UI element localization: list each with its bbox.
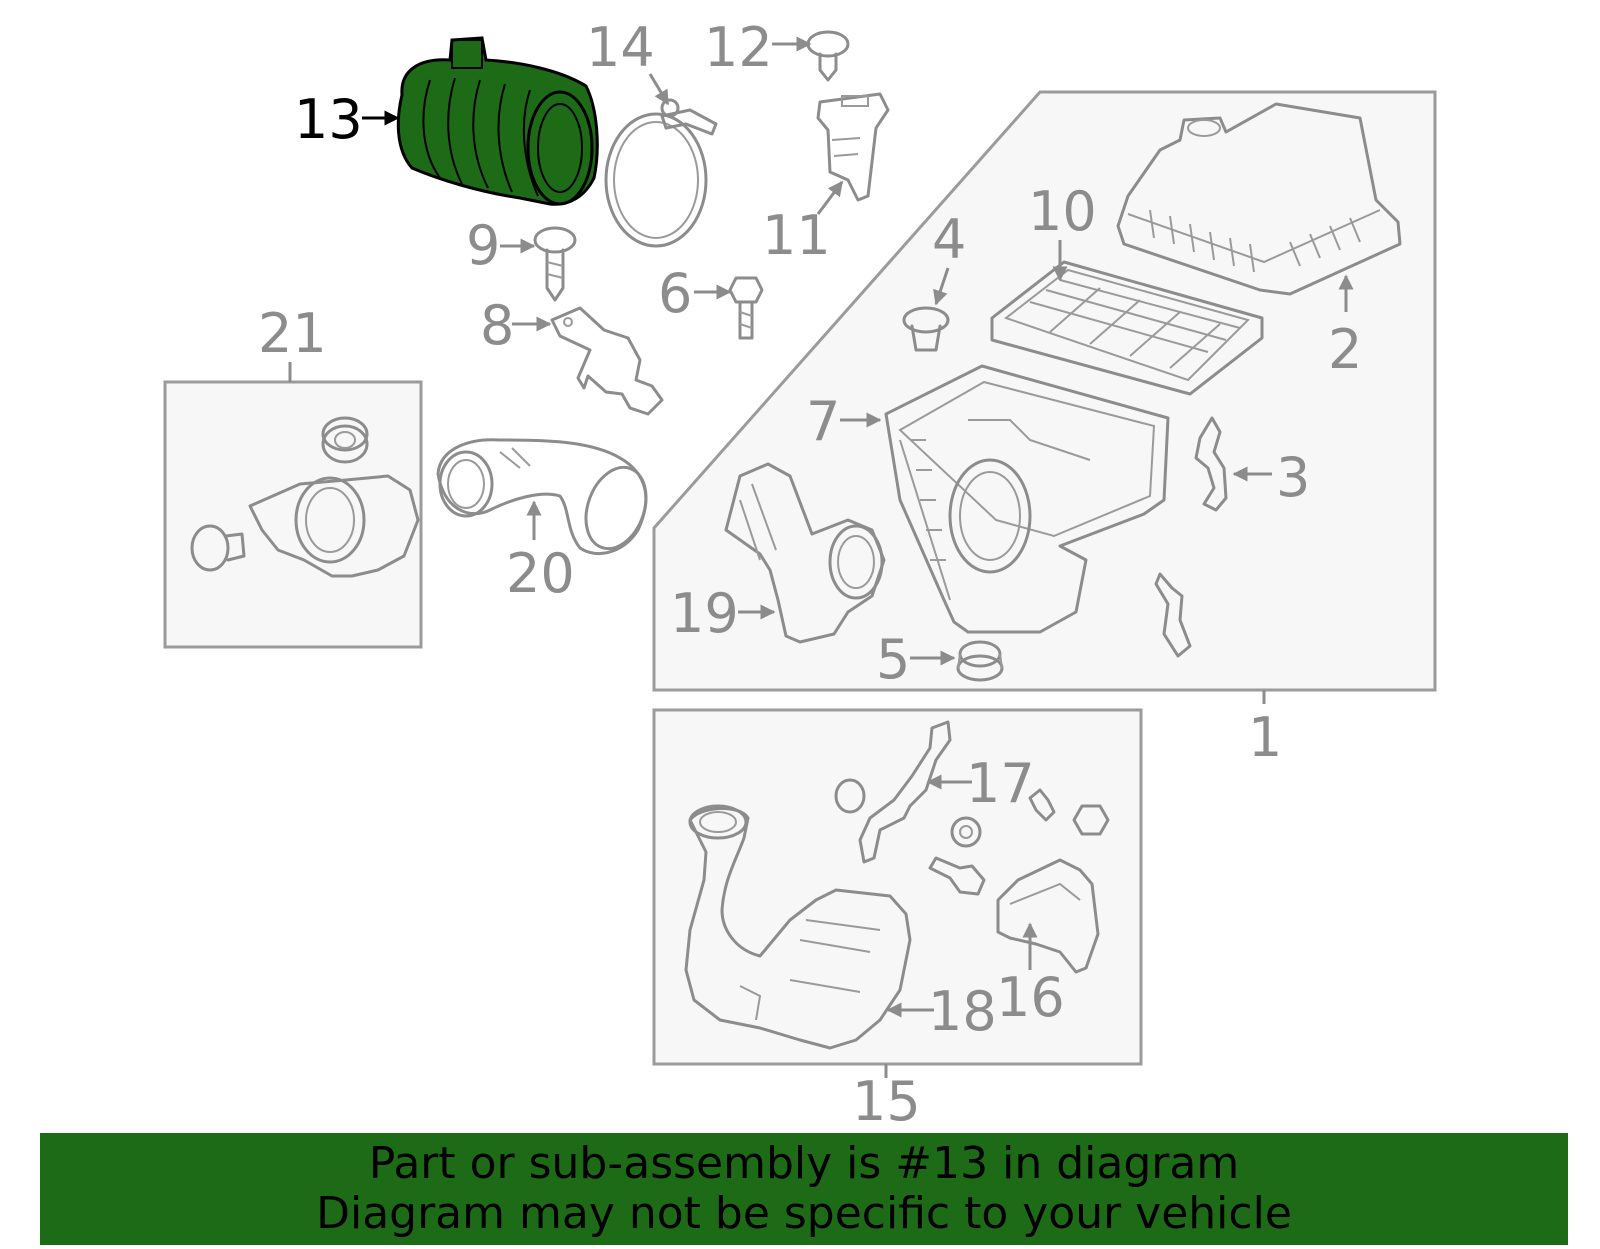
callout-2: 2 [1328,318,1362,381]
leader-4 [933,267,950,306]
part-3-clip[interactable] [1194,416,1228,512]
callout-3: 3 [1276,446,1310,509]
part-5-grommet[interactable] [956,640,1004,682]
callout-6: 6 [658,262,692,325]
callout-9: 9 [466,214,500,277]
part-17-bracket[interactable] [834,720,1110,896]
part-16-bracket[interactable] [996,858,1100,974]
part-4-grommet[interactable] [902,306,950,352]
clip-lower[interactable] [1154,572,1192,658]
banner-line-disclaimer: Diagram may not be specific to your vehi… [316,1188,1292,1239]
part-notice-banner: Part or sub-assembly is #13 in diagram D… [40,1133,1568,1245]
callout-8: 8 [480,294,514,357]
part-6-bolt[interactable] [728,276,764,340]
callout-21: 21 [258,302,327,365]
part-8-bracket[interactable] [550,306,664,416]
part-19-intake-duct[interactable] [724,462,886,644]
part-21-throttle-adapter[interactable] [190,416,420,578]
callout-18: 18 [928,980,997,1043]
part-2-air-cleaner-cover[interactable] [1116,102,1402,296]
part-11-airflow-sensor[interactable] [816,92,890,202]
callout-7: 7 [806,390,840,453]
part-20-intake-hose[interactable] [436,438,657,557]
callout-17: 17 [966,752,1035,815]
part-18-resonator[interactable] [684,804,912,1050]
callout-13: 13 [294,88,363,151]
part-7-air-cleaner-case[interactable] [884,364,1170,634]
callout-5: 5 [876,628,910,691]
part-10-air-filter[interactable] [990,260,1264,396]
part-14-hose-clamp[interactable] [604,98,718,248]
callout-14: 14 [586,16,655,79]
part-12-screw[interactable] [806,30,850,82]
callout-11: 11 [762,204,831,267]
part-9-bolt[interactable] [533,226,577,302]
part-21-box [163,380,423,649]
callout-12: 12 [704,16,773,79]
air-cleaner-assembly-box [652,90,1437,692]
banner-line-part-number: Part or sub-assembly is #13 in diagram [368,1138,1240,1189]
callout-19: 19 [670,582,739,645]
callout-15: 15 [852,1070,921,1133]
part-13-intake-hose[interactable] [396,36,599,206]
callout-20: 20 [506,542,575,605]
leader-11 [816,180,844,215]
callout-1: 1 [1248,706,1282,769]
callout-16: 16 [996,966,1065,1029]
callout-10: 10 [1028,180,1097,243]
callout-4: 4 [932,208,966,271]
leader-14 [648,73,670,106]
